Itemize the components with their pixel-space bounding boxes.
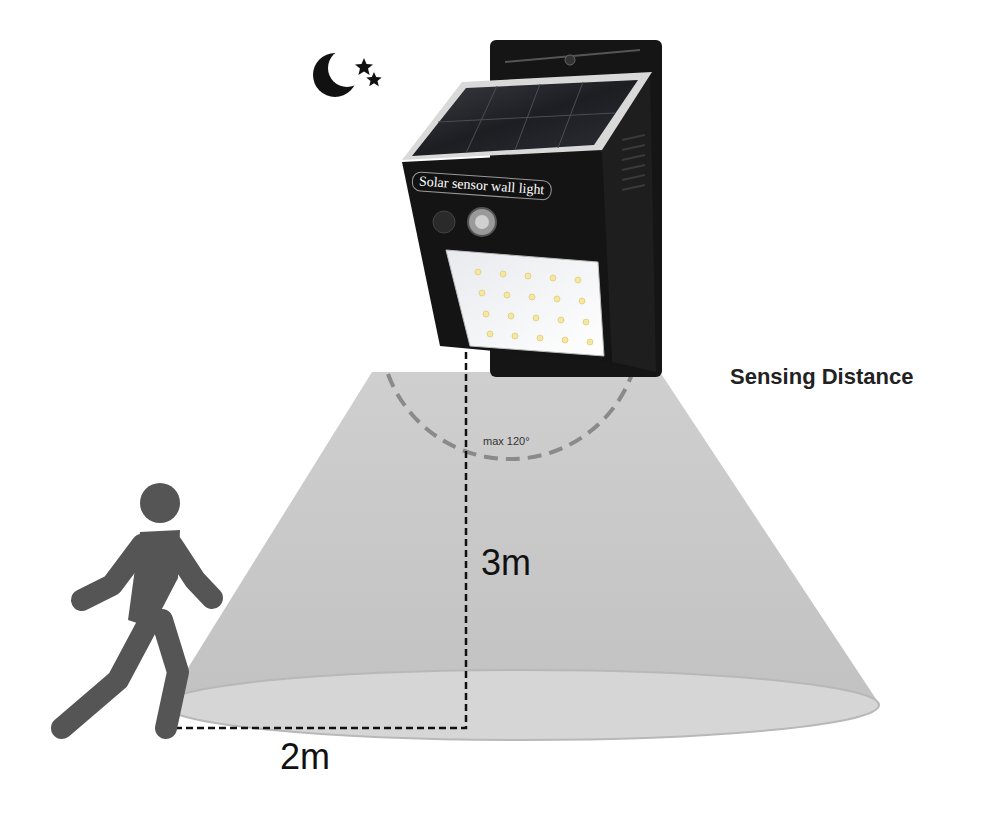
dimension-line [168, 352, 466, 728]
vent-lines [622, 135, 645, 190]
angle-label: max 120° [483, 435, 530, 448]
width-dimension: 2m [280, 739, 330, 775]
motion-sensor [468, 208, 496, 236]
led-chips [475, 269, 593, 345]
angle-arc [388, 374, 632, 459]
solar-panel [412, 80, 638, 156]
sensing-floor [165, 670, 879, 740]
moon-icon [313, 49, 382, 97]
panel-grid [438, 82, 615, 153]
heading-label: Sensing Distance [730, 364, 913, 389]
star-icon [366, 72, 381, 86]
motion-sensor-lens [475, 215, 489, 229]
panel-frame [402, 72, 652, 160]
light-sensor [433, 211, 455, 233]
mount-hole [565, 55, 575, 65]
person-figure [62, 483, 212, 728]
led-panel [446, 250, 604, 356]
light-cone [165, 372, 880, 705]
height-dimension: 3m [481, 545, 531, 581]
star-icon [355, 58, 373, 75]
housing-front [402, 152, 612, 362]
